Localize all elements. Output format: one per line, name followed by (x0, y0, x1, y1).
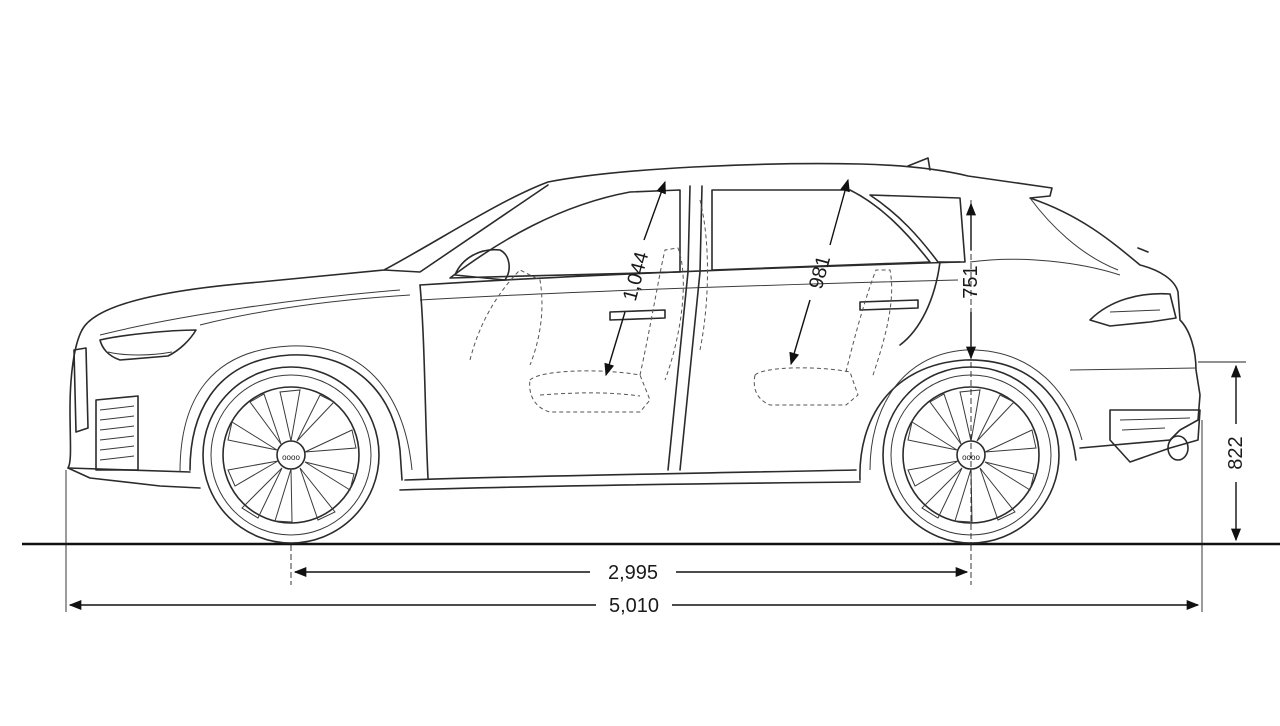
wheelbase-label: 2,995 (608, 562, 658, 584)
overall-length-dimension: 5,010 (68, 595, 1200, 617)
front-headroom-label: 1,044 (619, 249, 653, 303)
front-headroom-dimension: 1,044 (604, 180, 666, 377)
rear-headroom-label: 981 (805, 253, 835, 291)
cargo-height-label: 751 (960, 265, 982, 298)
car-body-outline (67, 157, 1201, 491)
front-wheel: oooo (202, 366, 380, 544)
rear-height-dimension: 822 (1225, 364, 1247, 542)
overall-length-label: 5,010 (609, 595, 659, 617)
wheel-logo-icon: oooo (282, 453, 300, 462)
rear-height-label: 822 (1225, 436, 1247, 469)
wheelbase-dimension: 2,995 (293, 562, 969, 584)
seat-silhouettes (469, 199, 893, 413)
rear-headroom-dimension: 981 (789, 178, 850, 366)
cargo-height-dimension: 751 (960, 202, 982, 360)
